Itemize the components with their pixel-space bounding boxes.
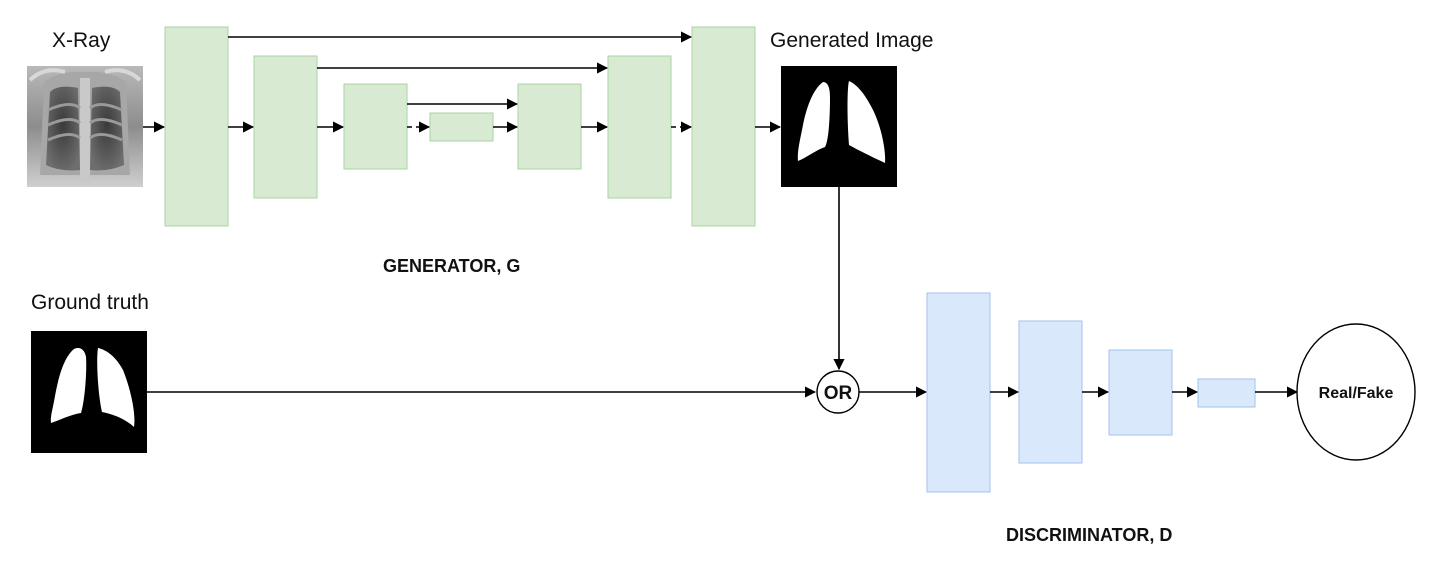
generated-image-label: Generated Image	[770, 29, 933, 52]
discriminator-block-4	[1197, 378, 1256, 408]
real-fake-label: Real/Fake	[1319, 385, 1394, 402]
generated-mask-image	[781, 66, 897, 187]
generator-encoder-block-1	[164, 26, 229, 227]
or-node: OR	[816, 370, 860, 414]
or-node-label: OR	[824, 383, 853, 404]
generator-encoder-block-2	[253, 55, 318, 199]
generator-decoder-block-3	[691, 26, 756, 227]
ground-truth-label: Ground truth	[31, 291, 149, 314]
generator-encoder-block-3	[343, 83, 408, 170]
generator-decoder-block-2	[607, 55, 672, 199]
generator-bottleneck-block	[429, 112, 494, 142]
discriminator-block-3	[1108, 349, 1173, 436]
xray-image	[27, 66, 143, 187]
discriminator-block-2	[1018, 320, 1083, 464]
xray-label: X-Ray	[52, 29, 111, 52]
discriminator-block-1	[926, 292, 991, 493]
ground-truth-mask-image	[31, 331, 147, 453]
generator-decoder-block-1	[517, 83, 582, 170]
real-fake-output-node: Real/Fake	[1296, 323, 1416, 461]
discriminator-label: DISCRIMINATOR, D	[1006, 525, 1172, 545]
generator-label: GENERATOR, G	[383, 256, 520, 276]
